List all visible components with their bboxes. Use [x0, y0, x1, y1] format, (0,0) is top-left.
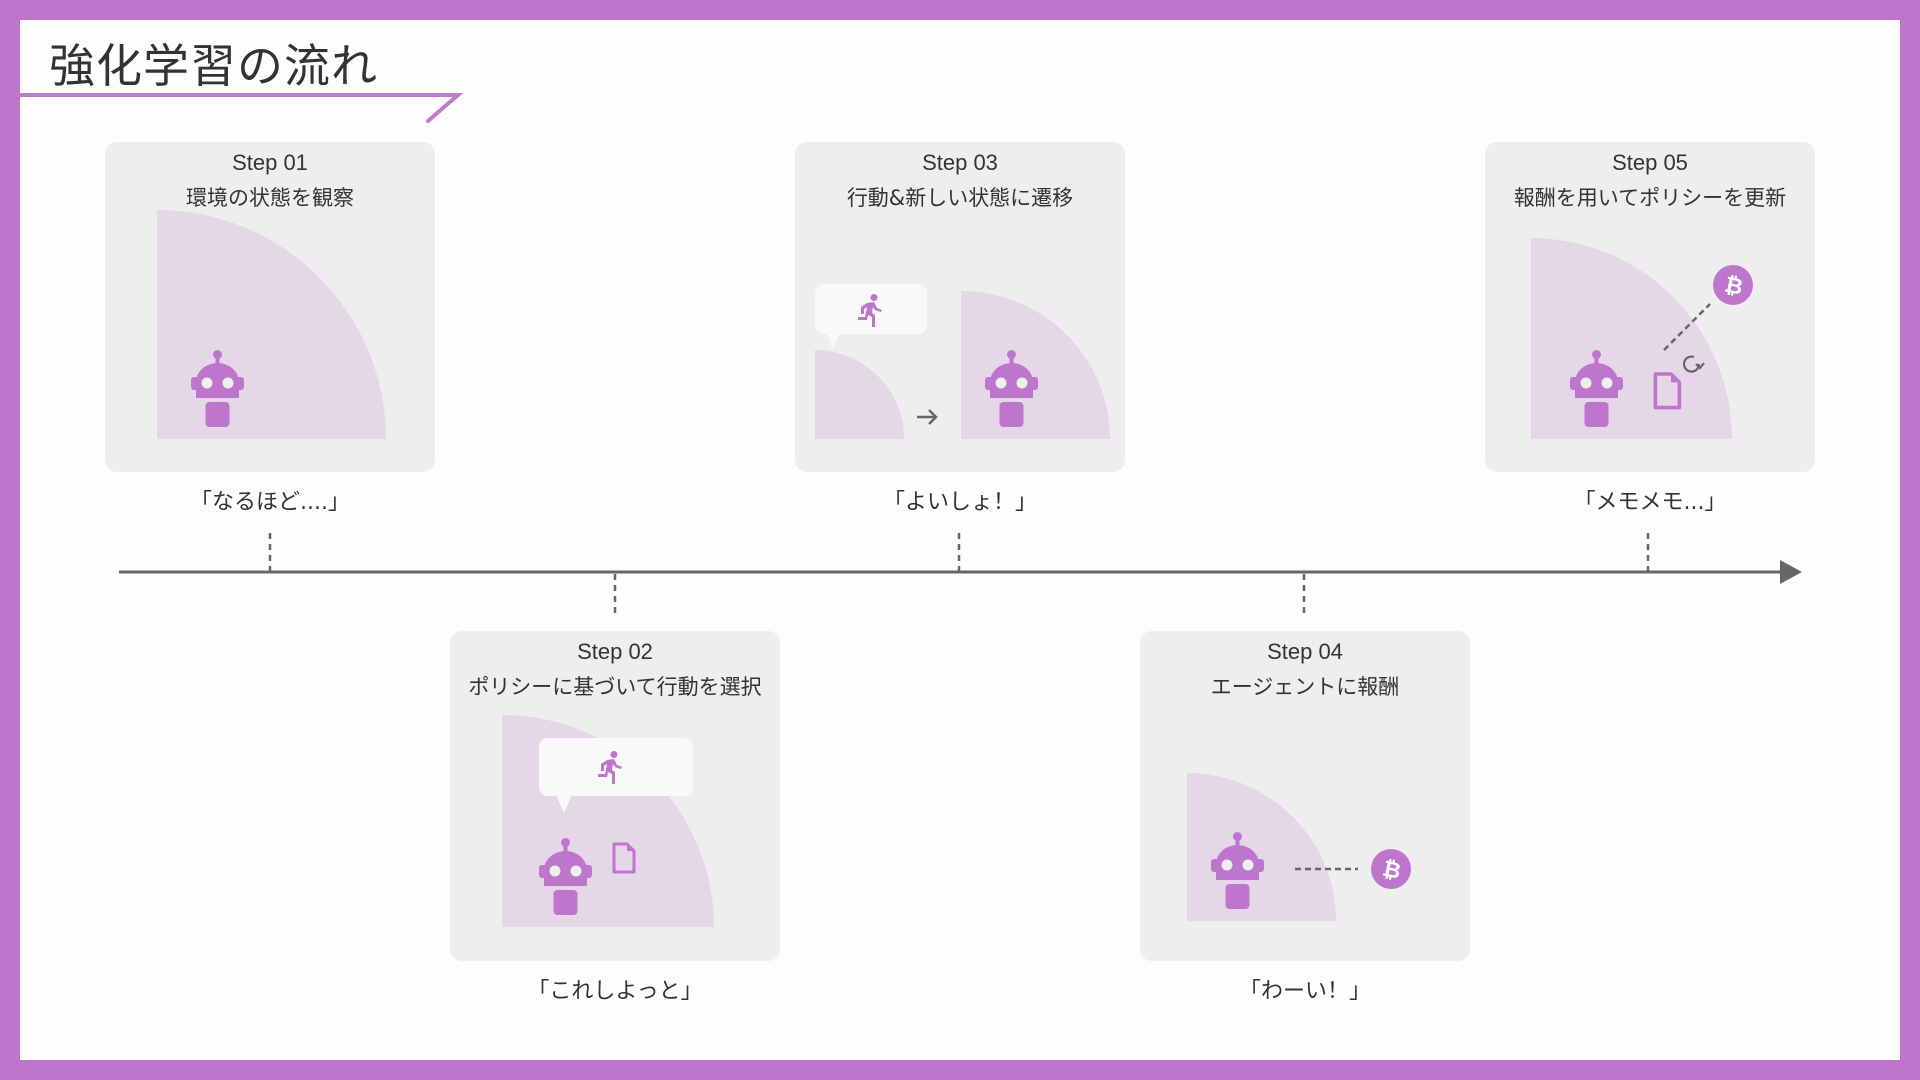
environment-area [157, 210, 386, 439]
step-02-illustration [502, 715, 714, 927]
step-label: 行動&新しい状態に遷移 [846, 186, 1074, 210]
step-label: ポリシーに基づいて行動を選択 [468, 675, 762, 699]
bitcoin-reward-icon [1371, 849, 1411, 889]
step-card-05: Step 05 報酬を用いてポリシーを更新 [1485, 142, 1815, 472]
step-04-illustration [1187, 773, 1411, 921]
step-card-04: Step 04 エージェントに報酬 [1140, 631, 1470, 961]
step-number: Step 01 [232, 150, 308, 175]
previous-state-area [815, 350, 904, 439]
step-number: Step 02 [577, 639, 653, 664]
step-label: 環境の状態を観察 [186, 186, 354, 210]
refresh-icon [1682, 355, 1705, 373]
step-caption-02: 「これしよっと」 [527, 979, 703, 1004]
step-03-illustration [815, 284, 1110, 439]
step-caption-05: 「メモメモ...」 [1573, 490, 1727, 515]
step-label: エージェントに報酬 [1210, 675, 1400, 699]
step-caption-04: 「わーい！」 [1238, 979, 1371, 1004]
step-number: Step 05 [1612, 150, 1688, 175]
title-underline [18, 93, 464, 123]
step-01-illustration [157, 210, 386, 439]
environment-area [1187, 773, 1336, 921]
step-caption-01: 「なるほど....」 [190, 490, 350, 515]
step-card-02: Step 02 ポリシーに基づいて行動を選択 [450, 631, 780, 961]
step-05-illustration [1531, 238, 1753, 439]
step-number: Step 04 [1267, 639, 1343, 664]
step-card-01: Step 01 環境の状態を観察 [105, 142, 435, 472]
step-label: 報酬を用いてポリシーを更新 [1513, 186, 1787, 210]
step-caption-03: 「よいしょ！」 [882, 490, 1037, 515]
step-number: Step 03 [922, 150, 998, 175]
step-card-03: Step 03 行動&新しい状態に遷移 [795, 142, 1125, 472]
bitcoin-reward-icon [1713, 265, 1753, 305]
environment-area [1531, 238, 1732, 439]
timeline-arrowhead [1780, 560, 1802, 584]
new-state-area [961, 291, 1110, 439]
arrow-right-icon [917, 409, 938, 425]
reward-link [1663, 303, 1711, 351]
page-title: 強化学習の流れ [49, 39, 378, 93]
